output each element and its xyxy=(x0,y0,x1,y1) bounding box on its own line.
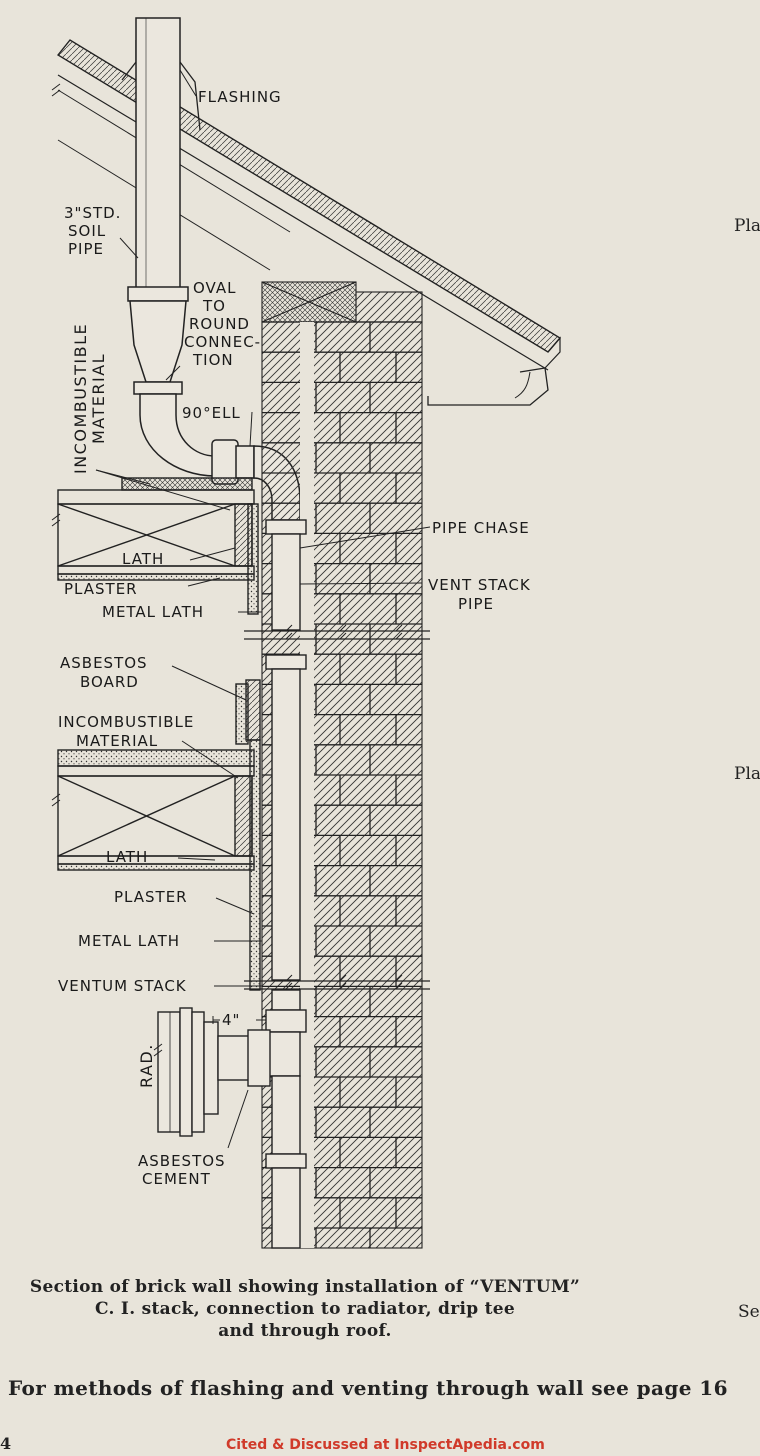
break-lines xyxy=(244,630,430,990)
label-soil-pipe-2: SOIL xyxy=(68,222,106,240)
label-asbestos-board-1: ASBESTOS xyxy=(60,654,148,672)
label-oval-2: TO xyxy=(202,297,226,315)
label-incombustible-lower-1: INCOMBUSTIBLE xyxy=(58,713,194,731)
margin-fragment-3: Se xyxy=(738,1302,760,1322)
label-incombustible-lower-2: MATERIAL xyxy=(76,732,158,750)
label-lath-lower: LATH xyxy=(106,848,148,866)
wall-section-diagram: FLASHING 3"STD. SOIL PIPE OVAL TO ROUND … xyxy=(51,17,562,1249)
soil-pipe xyxy=(135,17,181,289)
label-plaster-upper: PLASTER xyxy=(64,580,138,598)
label-rad: RAD. xyxy=(137,1043,156,1088)
label-oval-4: CONNEC- xyxy=(184,333,261,351)
oval-to-round-connection xyxy=(127,286,189,395)
break-ticks xyxy=(51,83,403,1057)
label-asbestos-board-2: BOARD xyxy=(80,673,139,691)
label-vent-stack-1: VENT STACK xyxy=(428,576,531,594)
label-oval-1: OVAL xyxy=(193,279,236,297)
label-ell: 90°ELL xyxy=(182,404,241,422)
label-asbestos-cement-1: ASBESTOS xyxy=(138,1152,226,1170)
upper-floor-joist xyxy=(57,477,259,615)
label-metal-lath-lower: METAL LATH xyxy=(78,932,180,950)
ell-fitting xyxy=(139,393,255,485)
figure-caption: Section of brick wall showing installati… xyxy=(0,1276,610,1342)
label-pipe-chase: PIPE CHASE xyxy=(432,519,530,537)
label-ventum-stack: VENTUM STACK xyxy=(58,977,187,995)
label-incombustible-vertical-1: INCOMBUSTIBLE xyxy=(71,323,90,474)
label-dimension: 4" xyxy=(222,1011,240,1029)
label-lath-upper: LATH xyxy=(122,550,164,568)
label-oval-5: TION xyxy=(192,351,234,369)
caption-line-3: and through roof. xyxy=(218,1321,392,1341)
caption-line-2: C. I. stack, connection to radiator, dri… xyxy=(94,1299,516,1319)
citation-link[interactable]: Cited & Discussed at InspectApedia.com xyxy=(226,1437,545,1453)
label-flashing: FLASHING xyxy=(198,88,282,106)
page-number: 4 xyxy=(0,1434,12,1453)
label-oval-3: ROUND xyxy=(189,315,250,333)
diagram-labels: FLASHING 3"STD. SOIL PIPE OVAL TO ROUND … xyxy=(58,88,531,1188)
leader-lines xyxy=(95,69,431,1149)
label-vent-stack-2: PIPE xyxy=(458,595,494,613)
caption-line-1: Section of brick wall showing installati… xyxy=(29,1277,581,1297)
lower-floor-joist xyxy=(57,679,261,991)
footnote: For methods of flashing and venting thro… xyxy=(8,1376,728,1400)
label-metal-lath-upper: METAL LATH xyxy=(102,603,204,621)
label-soil-pipe-3: PIPE xyxy=(68,240,104,258)
label-plaster-lower: PLASTER xyxy=(114,888,188,906)
radiator xyxy=(157,1007,271,1137)
margin-fragment-2: Pla xyxy=(734,764,760,784)
margin-fragment-1: Pla xyxy=(734,216,760,236)
label-incombustible-vertical-2: MATERIAL xyxy=(89,353,108,444)
label-soil-pipe-1: 3"STD. xyxy=(64,204,121,222)
label-asbestos-cement-2: CEMENT xyxy=(142,1170,211,1188)
vent-stack-pipe xyxy=(265,519,307,1249)
